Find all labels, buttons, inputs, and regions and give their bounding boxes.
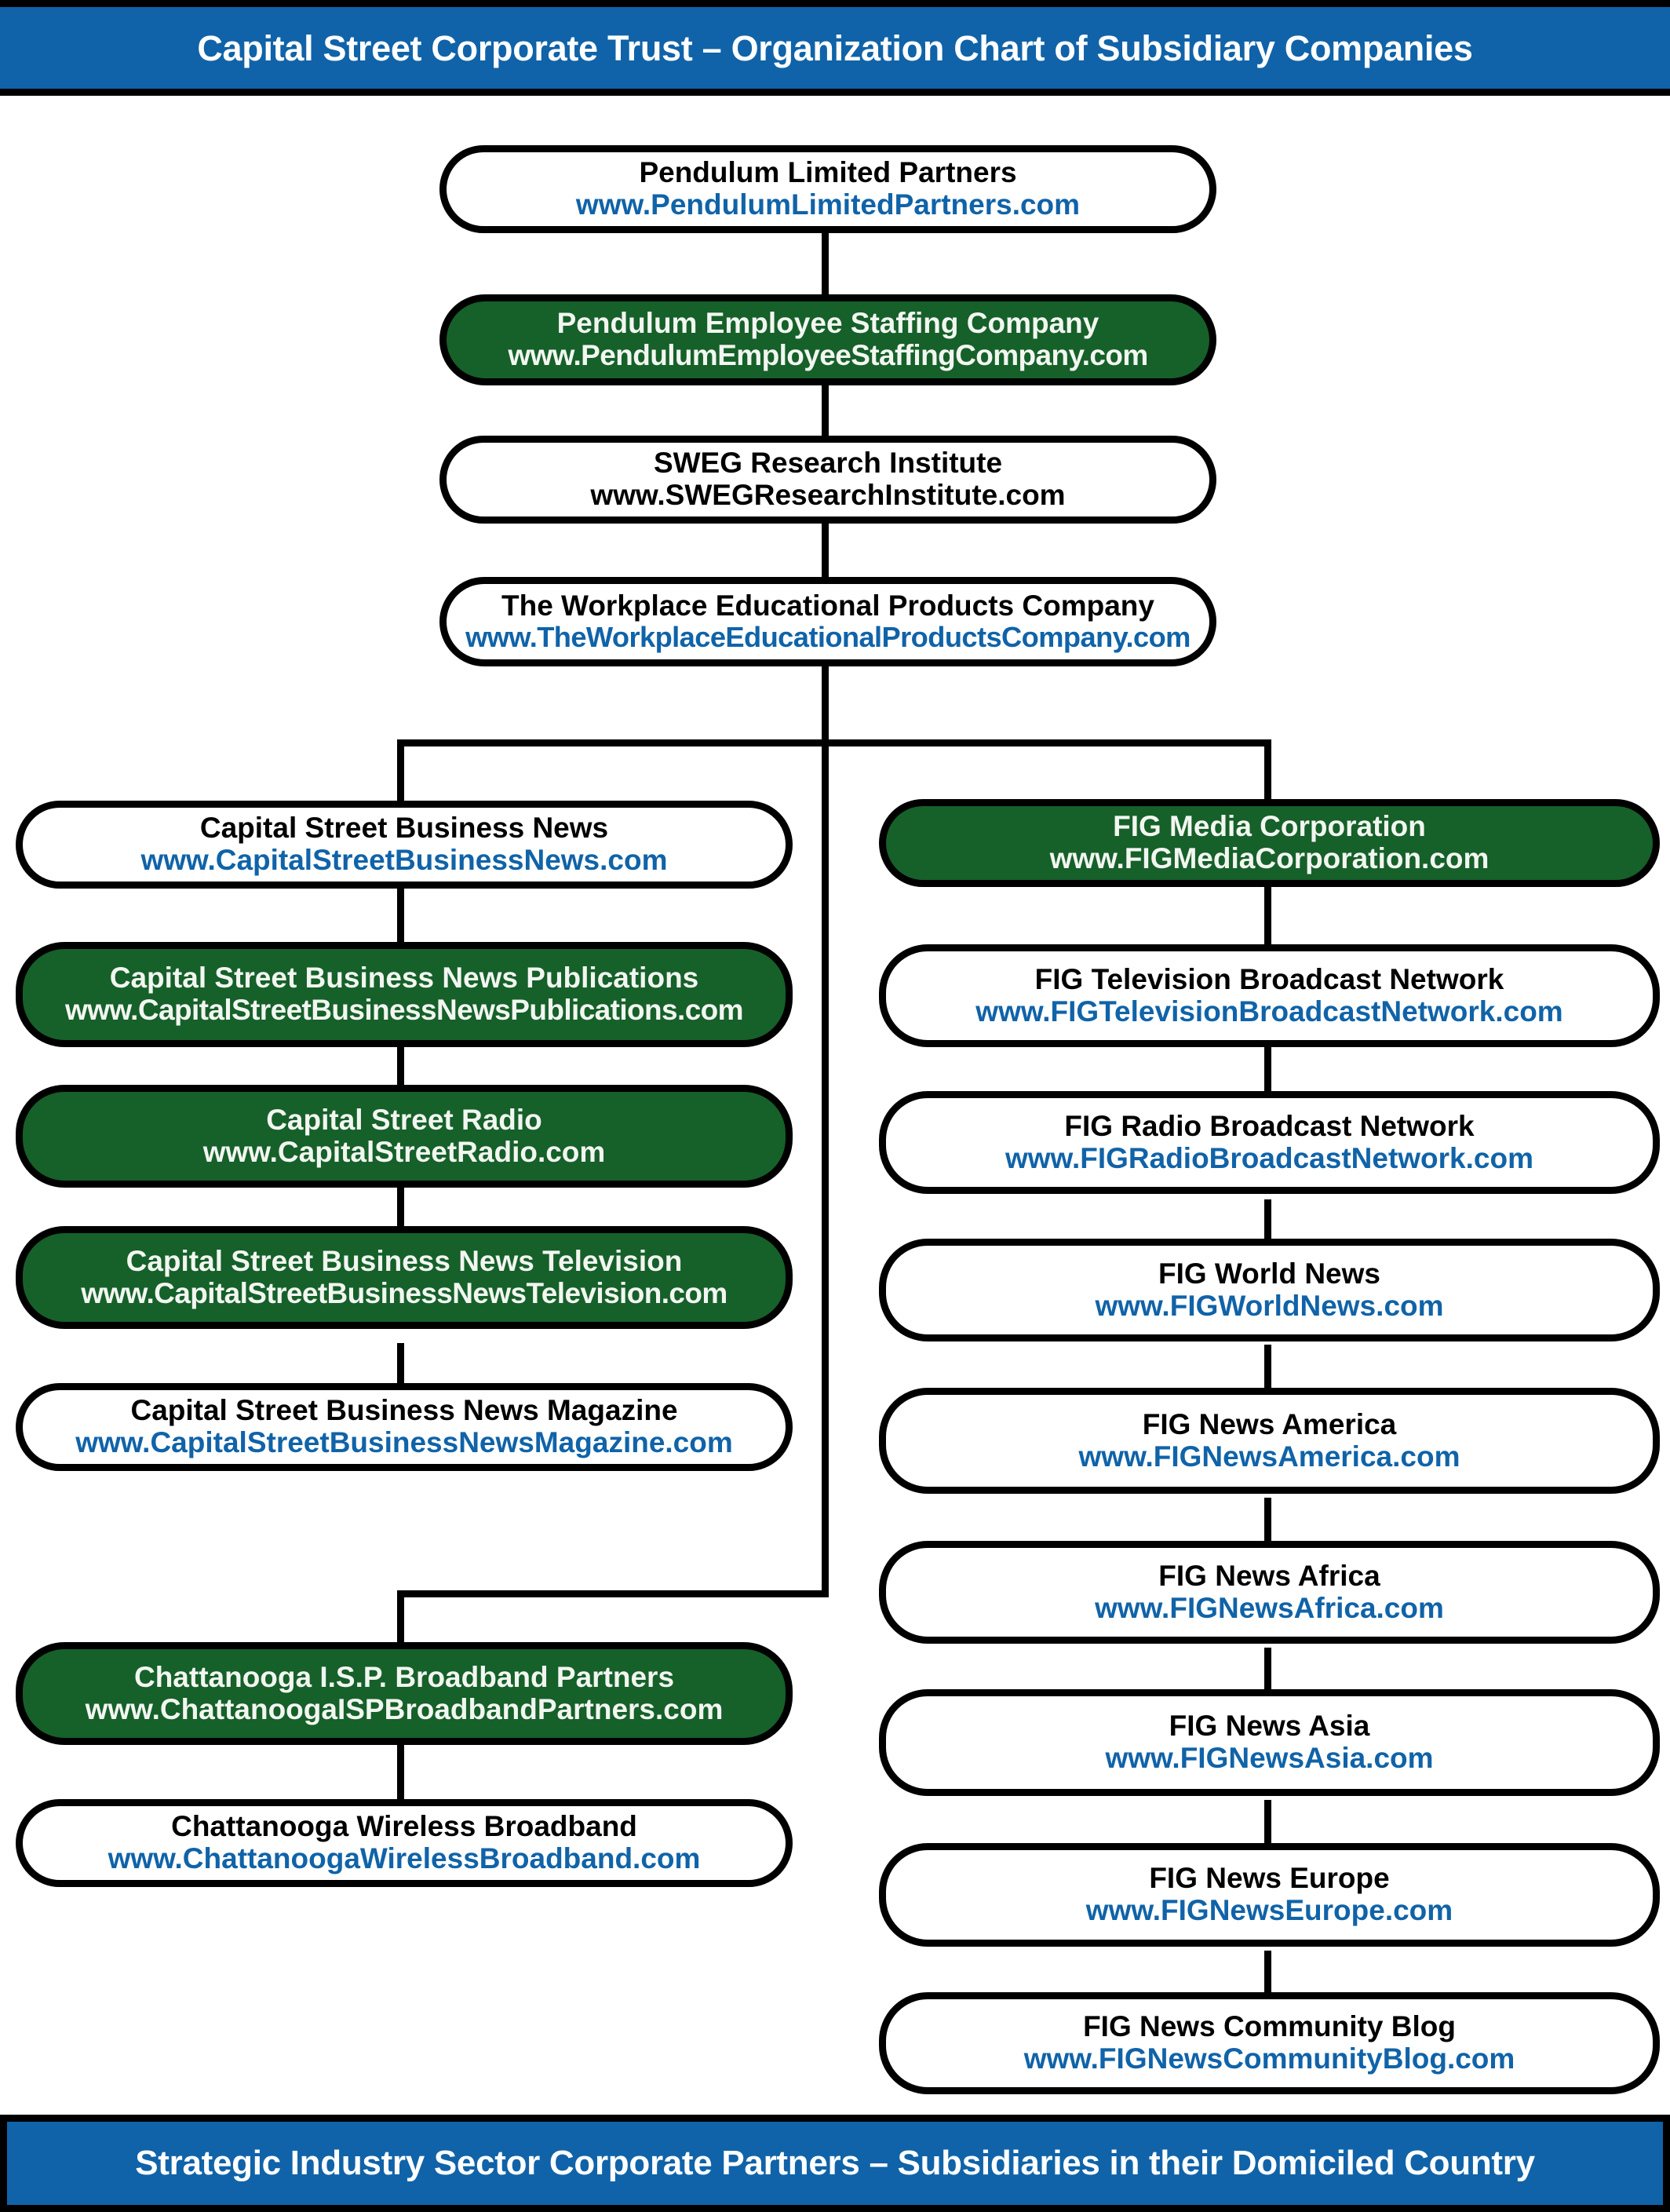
connector-television-to-magazine: [397, 1343, 404, 1404]
node-fig-news-community-blog[interactable]: FIG News Community Blog www.FIGNewsCommu…: [879, 1992, 1660, 2094]
node-title: FIG News Community Blog: [1083, 2010, 1456, 2043]
node-fig-news-africa[interactable]: FIG News Africa www.FIGNewsAfrica.com: [879, 1541, 1660, 1644]
node-fig-television-broadcast-network[interactable]: FIG Television Broadcast Network www.FIG…: [879, 944, 1660, 1047]
node-pendulum-employee-staffing-company[interactable]: Pendulum Employee Staffing Company www.P…: [439, 294, 1216, 385]
node-url[interactable]: www.CapitalStreetBusinessNews.com: [140, 844, 668, 877]
node-capital-street-business-news-magazine[interactable]: Capital Street Business News Magazine ww…: [16, 1383, 793, 1471]
header-banner: Capital Street Corporate Trust – Organiz…: [0, 0, 1670, 96]
node-fig-news-america[interactable]: FIG News America www.FIGNewsAmerica.com: [879, 1388, 1660, 1494]
connector-africa-to-asia: [1264, 1648, 1271, 1709]
connector-staffing-to-sweg: [822, 382, 829, 440]
connector-europe-to-blog: [1264, 1951, 1271, 2012]
node-url[interactable]: www.ChattanoogaWirelessBroadband.com: [108, 1842, 701, 1875]
node-url[interactable]: www.SWEGResearchInstitute.com: [590, 479, 1066, 512]
connector-world-to-america: [1264, 1345, 1271, 1406]
node-title: FIG Media Corporation: [1113, 810, 1426, 843]
node-title: FIG News Europe: [1149, 1862, 1390, 1895]
node-title: Pendulum Employee Staffing Company: [556, 307, 1099, 340]
node-fig-world-news[interactable]: FIG World News www.FIGWorldNews.com: [879, 1239, 1660, 1341]
node-title: FIG News Asia: [1169, 1710, 1370, 1743]
connector-tv-to-radio: [1264, 1044, 1271, 1105]
connector-csbn-to-publications: [397, 885, 404, 947]
node-fig-media-corporation[interactable]: FIG Media Corporation www.FIGMediaCorpor…: [879, 799, 1660, 887]
node-capital-street-radio[interactable]: Capital Street Radio www.CapitalStreetRa…: [16, 1085, 793, 1188]
node-url[interactable]: www.FIGMediaCorporation.com: [1049, 842, 1490, 875]
node-capital-street-business-news[interactable]: Capital Street Business News www.Capital…: [16, 801, 793, 889]
node-url[interactable]: www.CapitalStreetBusinessNewsTelevision.…: [81, 1276, 727, 1309]
node-fig-radio-broadcast-network[interactable]: FIG Radio Broadcast Network www.FIGRadio…: [879, 1091, 1660, 1194]
node-title: FIG News America: [1142, 1407, 1397, 1440]
node-title: Capital Street Business News Publication…: [109, 962, 699, 995]
connector-branch-left-top: [397, 739, 829, 746]
page-title: Capital Street Corporate Trust – Organiz…: [197, 27, 1473, 68]
footer-banner: Strategic Industry Sector Corporate Part…: [0, 2115, 1670, 2212]
node-capital-street-business-news-publications[interactable]: Capital Street Business News Publication…: [16, 942, 793, 1047]
connector-radio-to-world: [1264, 1199, 1271, 1261]
connector-america-to-africa: [1264, 1498, 1271, 1559]
node-title: Capital Street Radio: [266, 1103, 542, 1136]
node-url[interactable]: www.FIGNewsAmerica.com: [1078, 1440, 1460, 1473]
node-url[interactable]: www.ChattanoogaISPBroadbandPartners.com: [85, 1692, 724, 1725]
node-title: Capital Street Business News Television: [126, 1244, 683, 1277]
node-the-workplace-educational-products-company[interactable]: The Workplace Educational Products Compa…: [439, 577, 1216, 666]
connector-isp-to-wireless: [397, 1743, 404, 1805]
connector-pendulum-to-staffing: [822, 230, 829, 297]
node-title: Capital Street Business News Magazine: [130, 1394, 678, 1427]
connector-branch-right-top: [822, 739, 1271, 746]
node-url[interactable]: www.CapitalStreetRadio.com: [202, 1135, 606, 1168]
connector-radio-to-television: [397, 1184, 404, 1246]
footer-title: Strategic Industry Sector Corporate Part…: [135, 2144, 1535, 2182]
connector-figmedia-to-tv: [1264, 883, 1271, 950]
connector-branch-chattanooga: [397, 1590, 829, 1597]
connector-workplace-trunk: [822, 663, 829, 1597]
connector-asia-to-europe: [1264, 1800, 1271, 1861]
node-url[interactable]: www.FIGNewsAfrica.com: [1095, 1591, 1444, 1624]
connector-publications-to-radio: [397, 1044, 404, 1105]
node-url[interactable]: www.FIGNewsEurope.com: [1085, 1894, 1453, 1927]
node-url[interactable]: www.CapitalStreetBusinessNewsPublication…: [65, 994, 744, 1027]
node-title: Chattanooga I.S.P. Broadband Partners: [133, 1660, 675, 1693]
node-title: FIG News Africa: [1158, 1559, 1380, 1592]
node-url[interactable]: www.FIGRadioBroadcastNetwork.com: [1005, 1141, 1533, 1174]
node-url[interactable]: www.FIGWorldNews.com: [1095, 1289, 1444, 1322]
node-title: FIG World News: [1158, 1257, 1380, 1290]
node-title: The Workplace Educational Products Compa…: [501, 589, 1154, 622]
node-url[interactable]: www.FIGTelevisionBroadcastNetwork.com: [975, 995, 1563, 1028]
node-title: SWEG Research Institute: [653, 447, 1003, 480]
node-url[interactable]: www.FIGNewsCommunityBlog.com: [1023, 2042, 1515, 2075]
node-title: Capital Street Business News: [199, 812, 609, 845]
connector-sweg-to-workplace: [822, 520, 829, 581]
node-url[interactable]: www.PendulumEmployeeStaffingCompany.com: [508, 339, 1148, 372]
node-fig-news-asia[interactable]: FIG News Asia www.FIGNewsAsia.com: [879, 1689, 1660, 1796]
node-url[interactable]: www.TheWorkplaceEducationalProductsCompa…: [465, 620, 1191, 653]
node-pendulum-limited-partners[interactable]: Pendulum Limited Partners www.PendulumLi…: [439, 145, 1216, 233]
node-title: FIG Radio Broadcast Network: [1064, 1109, 1475, 1142]
node-capital-street-business-news-television[interactable]: Capital Street Business News Television …: [16, 1226, 793, 1329]
node-chattanooga-wireless-broadband[interactable]: Chattanooga Wireless Broadband www.Chatt…: [16, 1799, 793, 1887]
node-url[interactable]: www.CapitalStreetBusinessNewsMagazine.co…: [75, 1426, 733, 1459]
connector-branch-chattanooga-down: [397, 1590, 404, 1661]
node-title: FIG Television Broadcast Network: [1034, 962, 1504, 995]
node-fig-news-europe[interactable]: FIG News Europe www.FIGNewsEurope.com: [879, 1843, 1660, 1947]
node-url[interactable]: www.FIGNewsAsia.com: [1105, 1742, 1434, 1775]
node-sweg-research-institute[interactable]: SWEG Research Institute www.SWEGResearch…: [439, 436, 1216, 524]
connector-branch-right-down: [1264, 739, 1271, 805]
node-chattanooga-isp-broadband-partners[interactable]: Chattanooga I.S.P. Broadband Partners ww…: [16, 1642, 793, 1745]
connector-branch-left-down: [397, 739, 404, 806]
node-title: Pendulum Limited Partners: [639, 156, 1017, 189]
node-title: Chattanooga Wireless Broadband: [171, 1810, 637, 1843]
node-url[interactable]: www.PendulumLimitedPartners.com: [575, 188, 1081, 221]
